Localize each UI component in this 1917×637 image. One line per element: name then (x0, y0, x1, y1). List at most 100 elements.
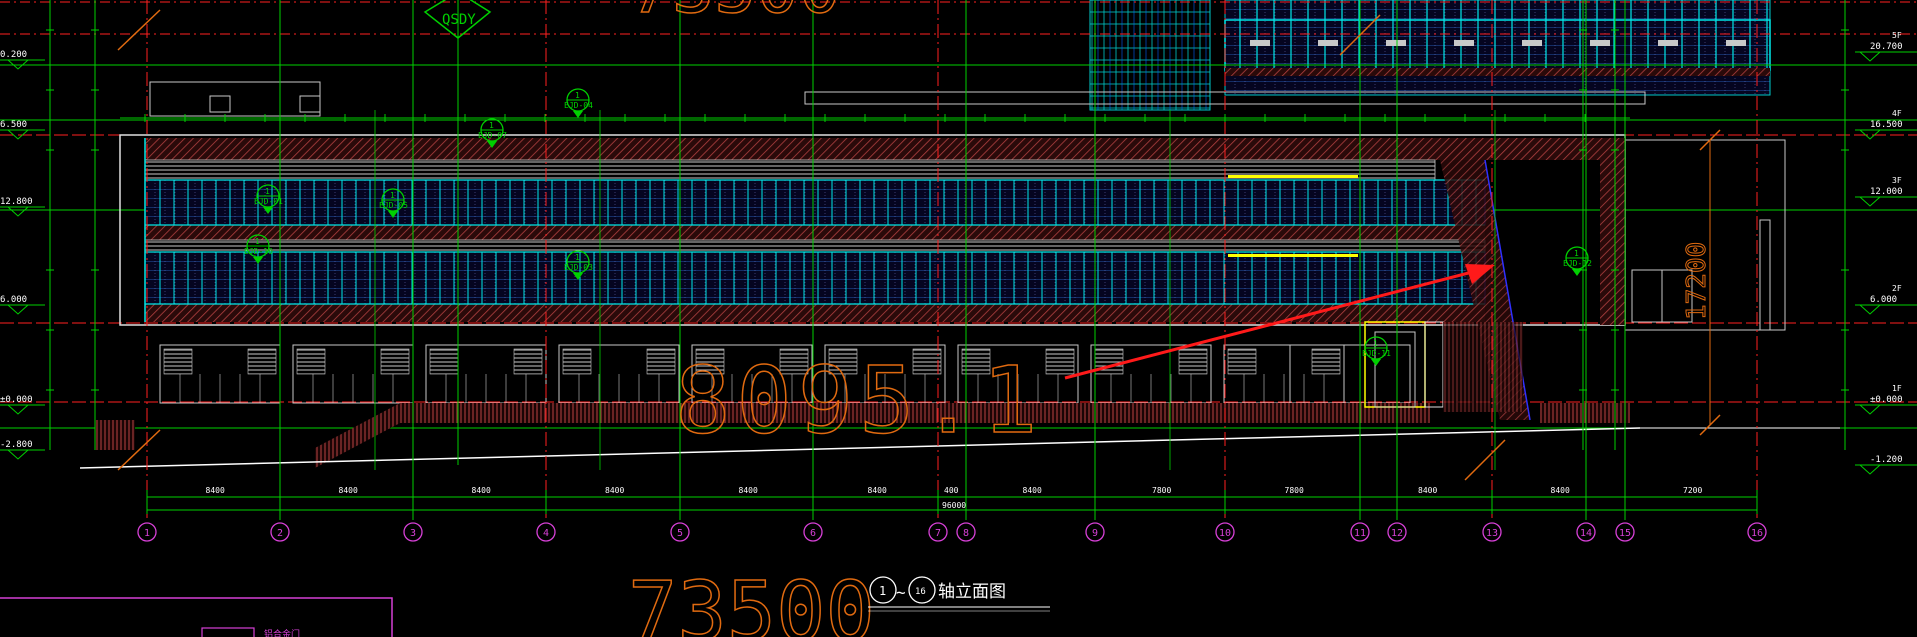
top-dimension-row (120, 114, 1630, 122)
right-level-floor: 1F (1892, 384, 1902, 393)
rear-window-head (1590, 40, 1610, 46)
section-mark: QSDY (423, 0, 492, 465)
bottom-span-label: 8400 (339, 486, 358, 495)
level-triangle (6, 449, 30, 460)
right-level-value: 6.000 (1870, 295, 1897, 305)
axis-bubble-circle (1615, 522, 1635, 542)
axis-bubble-label: 3 (410, 528, 416, 539)
callout-pointer (573, 111, 583, 118)
bottom-span-label: 8400 (868, 486, 887, 495)
ground-louver (247, 348, 277, 375)
rear-window-head (1250, 40, 1270, 46)
left-level-marker: 0.200 (0, 50, 45, 70)
callout-label: EJD-12 (1563, 259, 1592, 268)
ground-louver (828, 348, 858, 375)
callout-label: EJD-01 (254, 197, 283, 206)
callout-label: EJD-05 (379, 201, 408, 210)
bottom-left-frame: 铝合金门 (0, 597, 393, 637)
axis-bubble-circle (1085, 522, 1105, 542)
callout-label: EJD-04 (564, 101, 593, 110)
axis-bubble-14: 14 (1576, 522, 1596, 542)
right-level-value: ±0.000 (1870, 395, 1903, 405)
left-level-marker: -2.800 (0, 440, 45, 460)
ground-louver (695, 348, 725, 375)
big-dim-top: 73500 (630, 0, 841, 29)
right-level-marker: -1.200 (1855, 455, 1917, 475)
rear-window-head (1658, 40, 1678, 46)
callout-number: 1 (575, 253, 580, 262)
axis-bubble-9: 9 (1085, 522, 1105, 542)
level-triangle (1858, 404, 1882, 415)
right-level-value: -1.200 (1870, 455, 1903, 465)
rear-window-head (1386, 40, 1406, 46)
rear-window-head (1726, 40, 1746, 46)
callout-pointer (1371, 359, 1381, 366)
red-arrow-annotation (117, 9, 1506, 481)
ground-louver (646, 348, 676, 375)
bottom-span-label: 8400 (472, 486, 491, 495)
axis-bubble-circle (1387, 522, 1407, 542)
right-level-value: 16.500 (1870, 120, 1903, 130)
axis-bubble-circle (803, 522, 823, 542)
ground-bay (1289, 344, 1411, 404)
left-level-marker: ±0.000 (0, 395, 45, 415)
axis-bubble-11: 11 (1350, 522, 1370, 542)
axis-bubble-6: 6 (803, 522, 823, 542)
ground-louver (1178, 348, 1208, 375)
axis-bubble-5: 5 (670, 522, 690, 542)
axis-bubble-label: 11 (1354, 528, 1366, 539)
callout-pointer (1572, 269, 1582, 276)
right-level-floor: 3F (1892, 176, 1902, 185)
left-level-marker: 12.800 (0, 197, 45, 217)
axis-bubble-16: 16 (1747, 522, 1767, 542)
callout-number: 1 (255, 237, 260, 246)
bottom-span-label: 8400 (1551, 486, 1570, 495)
title-separator: ~ (896, 583, 906, 602)
ground-louver (1045, 348, 1075, 375)
axis-bubble-circle (670, 522, 690, 542)
axis-bubble-circle (536, 522, 556, 542)
axis-bubble-label: 12 (1391, 528, 1403, 539)
big-dim-bottom: 73500 (628, 565, 875, 637)
callout-label: EJD-11 (1362, 349, 1391, 358)
big-dim-middle: 8095.1 (675, 347, 1043, 454)
ground-louver (429, 348, 459, 375)
axis-grid-lines (146, 0, 1758, 520)
bottom-span-label: 8400 (206, 486, 225, 495)
bottom-span-label: 8400 (605, 486, 624, 495)
axis-bubble-4: 4 (536, 522, 556, 542)
level-triangle (1858, 304, 1882, 315)
axis-bubble-circle (403, 522, 423, 542)
callout-pointer (573, 273, 583, 280)
callout-pointer (487, 141, 497, 148)
level-triangle (6, 206, 30, 217)
ground-louver (380, 348, 410, 375)
ground-louver (562, 348, 592, 375)
rear-window-head (1318, 40, 1338, 46)
left-level-value: 12.800 (0, 197, 33, 207)
bottom-span-label: 8400 (1418, 486, 1437, 495)
axis-bubble-7: 7 (928, 522, 948, 542)
section-mark-label: QSDY (442, 12, 476, 28)
side-dimension-columns (46, 0, 1849, 450)
axis-bubble-label: 16 (1751, 528, 1763, 539)
level-triangle (6, 304, 30, 315)
left-level-value: -2.800 (0, 440, 33, 450)
drawing-title: 1 ~ 16 轴立面图 (868, 576, 1050, 612)
right-level-value: 12.000 (1870, 187, 1903, 197)
callout-pointer (263, 207, 273, 214)
axis-bubble-2: 2 (270, 522, 290, 542)
right-level-floor: 2F (1892, 284, 1902, 293)
ground-louver (163, 348, 193, 375)
right-level-value: 20.700 (1870, 42, 1903, 52)
axis-bubble-label: 4 (543, 528, 549, 539)
axis-bubble-10: 10 (1215, 522, 1235, 542)
